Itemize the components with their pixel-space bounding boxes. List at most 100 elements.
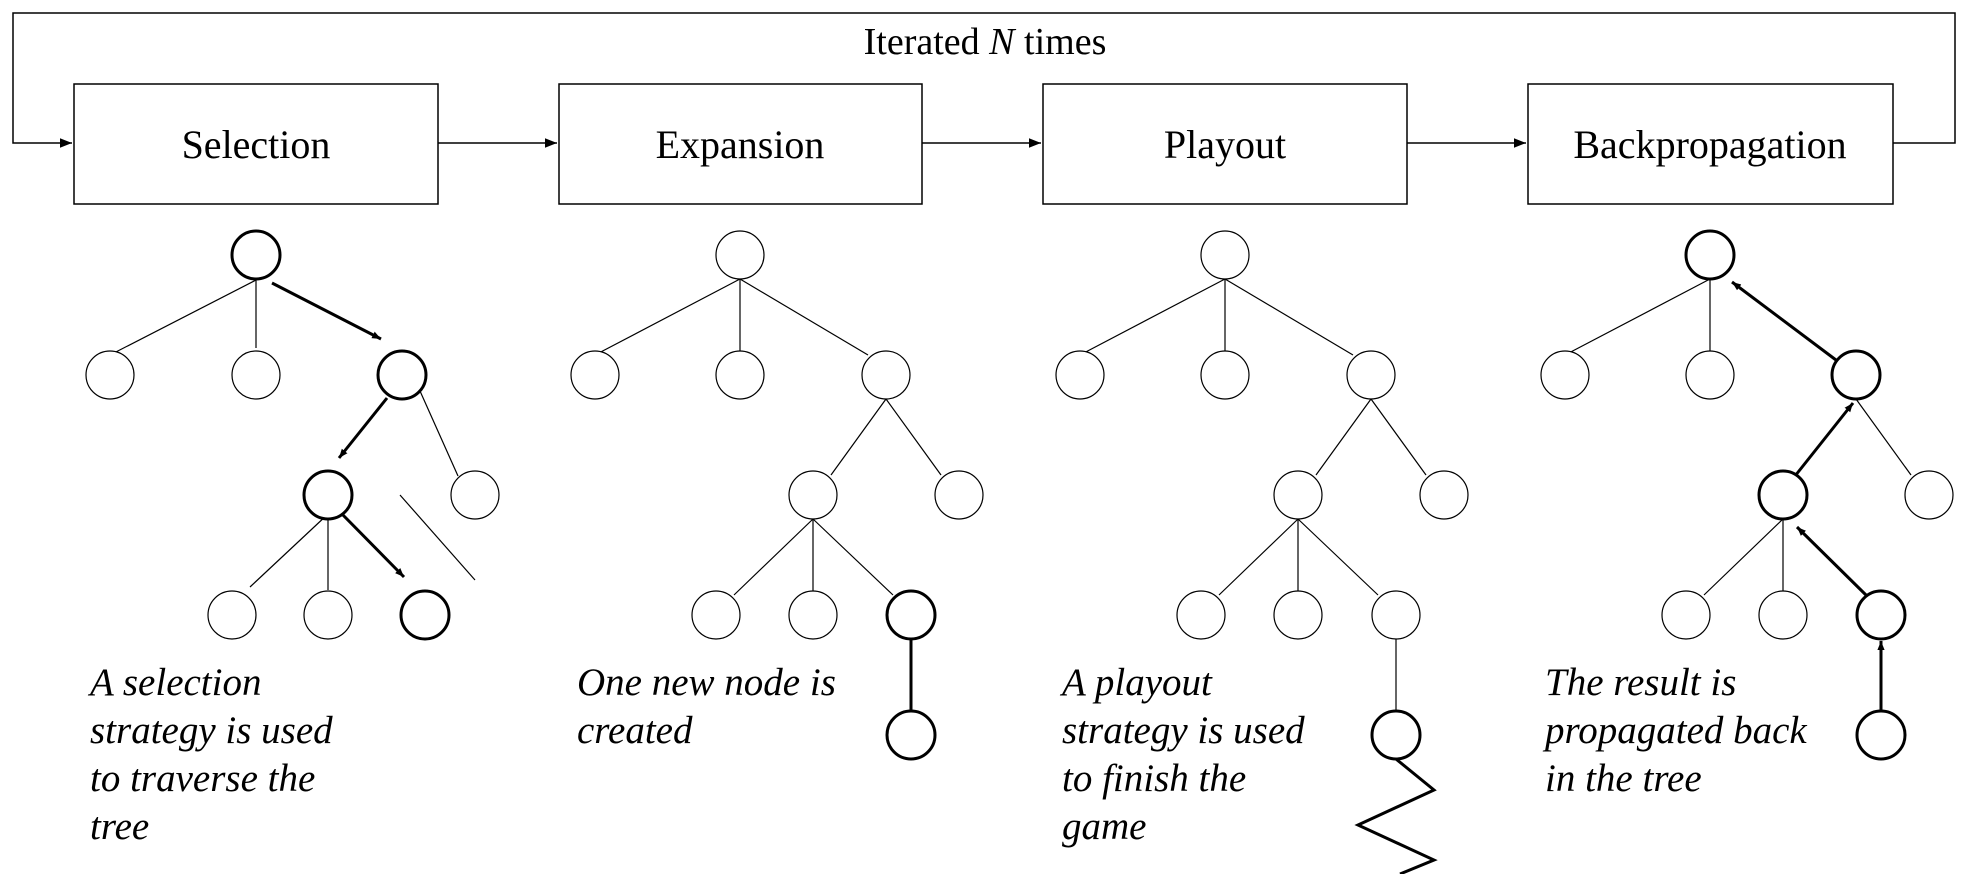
expansion-caption: One new node is created	[577, 661, 846, 752]
tree-node	[1371, 590, 1421, 640]
tree-edge	[1218, 518, 1299, 596]
tree-node	[1055, 350, 1105, 400]
selection-tree	[85, 229, 500, 641]
tree-node	[1419, 470, 1469, 520]
stage-label: Expansion	[656, 122, 825, 167]
tree-edge	[733, 518, 814, 596]
stage-label: Selection	[182, 122, 331, 167]
stage-selection: Selection	[73, 83, 439, 205]
stage-label: Playout	[1164, 122, 1286, 167]
caption-line: propagated back	[1542, 709, 1807, 752]
playout-tree	[1055, 230, 1469, 874]
new-node	[885, 709, 937, 761]
tree-edge	[830, 398, 887, 476]
backpropagation-caption: The result is propagated back in the tre…	[1542, 661, 1817, 800]
tree-node	[715, 230, 765, 280]
stage-expansion: Expansion	[558, 83, 923, 205]
playout-node	[1370, 709, 1422, 761]
tree-edge	[249, 513, 329, 588]
tree-node-selected	[230, 229, 282, 281]
backpropagation-tree	[1540, 229, 1954, 761]
selection-path-arrow	[271, 281, 382, 341]
tree-edge	[1564, 278, 1711, 356]
tree-node-selected	[1757, 469, 1809, 521]
selection-path-arrow	[337, 397, 389, 459]
caption-line: A selection	[87, 661, 261, 704]
tree-node	[570, 350, 620, 400]
tree-node	[1200, 350, 1250, 400]
result-node	[1855, 709, 1907, 761]
caption-line: to finish the	[1062, 757, 1246, 800]
tree-node	[1758, 590, 1808, 640]
tree-edge	[109, 279, 257, 356]
caption-line: strategy is used	[90, 709, 333, 752]
tree-node	[1685, 350, 1735, 400]
caption-line: tree	[90, 805, 149, 848]
caption-line: A playout	[1059, 661, 1213, 704]
tree-node-selected	[1855, 589, 1907, 641]
tree-edge	[399, 494, 476, 581]
tree-edge	[594, 278, 741, 356]
tree-edge	[1370, 398, 1427, 476]
tree-edge	[1315, 398, 1372, 476]
tree-node	[1904, 470, 1954, 520]
tree-node	[861, 350, 911, 400]
tree-edge	[739, 278, 869, 356]
tree-node	[715, 350, 765, 400]
caption-line: The result is	[1545, 661, 1736, 704]
tree-edge	[1297, 518, 1379, 596]
backprop-arrow	[1795, 525, 1869, 598]
tree-node	[1200, 230, 1250, 280]
tree-node	[207, 590, 257, 640]
tree-node	[1661, 590, 1711, 640]
tree-node-selected	[1830, 349, 1882, 401]
stage-box	[73, 83, 439, 205]
tree-node	[1346, 350, 1396, 400]
playout-zigzag	[1354, 757, 1438, 874]
loop-feedback-line	[12, 12, 1956, 148]
caption-line: created	[577, 709, 693, 752]
tree-node-selected	[1684, 229, 1736, 281]
tree-edge	[1079, 278, 1226, 356]
tree-edge	[419, 390, 459, 477]
backprop-arrow	[1793, 402, 1855, 477]
caption-line: in the tree	[1545, 757, 1702, 800]
stage-playout: Playout	[1042, 83, 1408, 205]
tree-node	[1273, 470, 1323, 520]
tree-node	[1273, 590, 1323, 640]
tree-node	[303, 590, 353, 640]
tree-node	[85, 350, 135, 400]
stage-box	[558, 83, 923, 205]
tree-node	[788, 590, 838, 640]
expansion-tree	[570, 230, 984, 761]
tree-node-selected	[376, 349, 428, 401]
tree-node	[788, 470, 838, 520]
stage-box	[1527, 83, 1894, 205]
tree-node	[1176, 590, 1226, 640]
tree-edge	[1703, 518, 1784, 596]
tree-edge	[1224, 278, 1354, 356]
tree-node	[691, 590, 741, 640]
selection-path-arrow	[338, 510, 406, 579]
tree-edge	[1855, 398, 1912, 476]
loop-label-bg	[820, 18, 1150, 64]
caption-line: strategy is used	[1062, 709, 1305, 752]
tree-node	[1540, 350, 1590, 400]
tree-node-selected	[399, 589, 451, 641]
backprop-arrow	[1731, 280, 1837, 362]
playout-caption: A playout strategy is used to finish the…	[1059, 661, 1314, 848]
tree-node-selected	[302, 469, 354, 521]
tree-node	[231, 350, 281, 400]
tree-node	[934, 470, 984, 520]
loop-label: Iterated N times	[864, 21, 1107, 63]
caption-line: game	[1062, 805, 1146, 848]
tree-node	[450, 470, 500, 520]
tree-edge	[812, 518, 894, 596]
caption-line: to traverse the	[90, 757, 315, 800]
tree-edge	[885, 398, 942, 476]
selection-caption: A selection strategy is used to traverse…	[87, 661, 342, 848]
stage-label: Backpropagation	[1573, 122, 1846, 167]
caption-line: One new node is	[577, 661, 836, 704]
tree-node-selected	[885, 589, 937, 641]
